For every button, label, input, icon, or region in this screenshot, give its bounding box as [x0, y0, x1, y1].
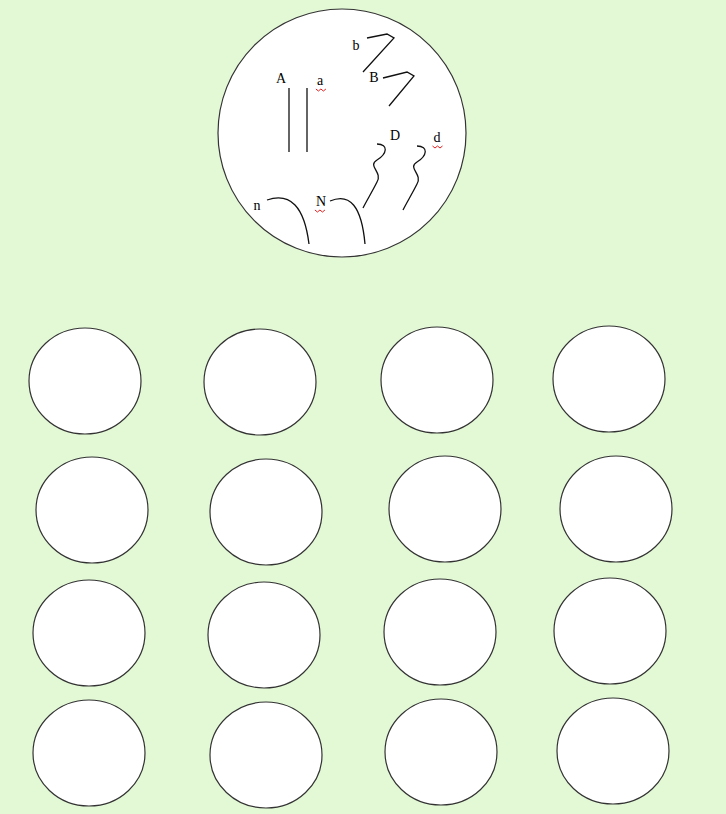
gene-label: N	[316, 195, 326, 209]
empty-circle	[554, 578, 666, 684]
chromosome	[363, 34, 394, 72]
spell-mark	[315, 210, 325, 212]
chromosome	[383, 72, 414, 106]
empty-circle	[33, 580, 145, 686]
cell-outline	[217, 8, 467, 258]
gene-label: d	[434, 131, 441, 145]
chromosome	[363, 144, 385, 208]
empty-circle	[385, 699, 497, 805]
empty-circle	[29, 328, 141, 434]
empty-circle	[381, 327, 493, 433]
cell-membrane	[218, 9, 466, 257]
empty-circle	[557, 698, 669, 804]
empty-circle	[36, 457, 148, 563]
chromosome	[267, 198, 309, 244]
spell-mark	[433, 146, 443, 148]
gene-label: b	[353, 39, 360, 53]
empty-circle	[389, 456, 501, 562]
spell-mark	[316, 89, 326, 91]
gene-label: n	[254, 199, 261, 213]
empty-circle	[204, 329, 316, 435]
empty-circle	[553, 326, 665, 432]
gene-label: B	[369, 71, 378, 85]
empty-circle	[560, 456, 672, 562]
cell-circle: bAa B Dd n N	[217, 8, 467, 258]
empty-circle	[210, 702, 322, 808]
gene-label: A	[276, 72, 286, 86]
empty-circle	[33, 700, 145, 806]
chromosome	[330, 199, 365, 244]
chromosome	[403, 146, 425, 210]
gene-label: a	[317, 74, 323, 88]
gene-label: D	[390, 129, 400, 143]
empty-circle	[208, 582, 320, 688]
empty-circle	[384, 579, 496, 685]
chromosome	[288, 88, 289, 152]
empty-circle	[210, 459, 322, 565]
chromosome	[306, 88, 307, 152]
